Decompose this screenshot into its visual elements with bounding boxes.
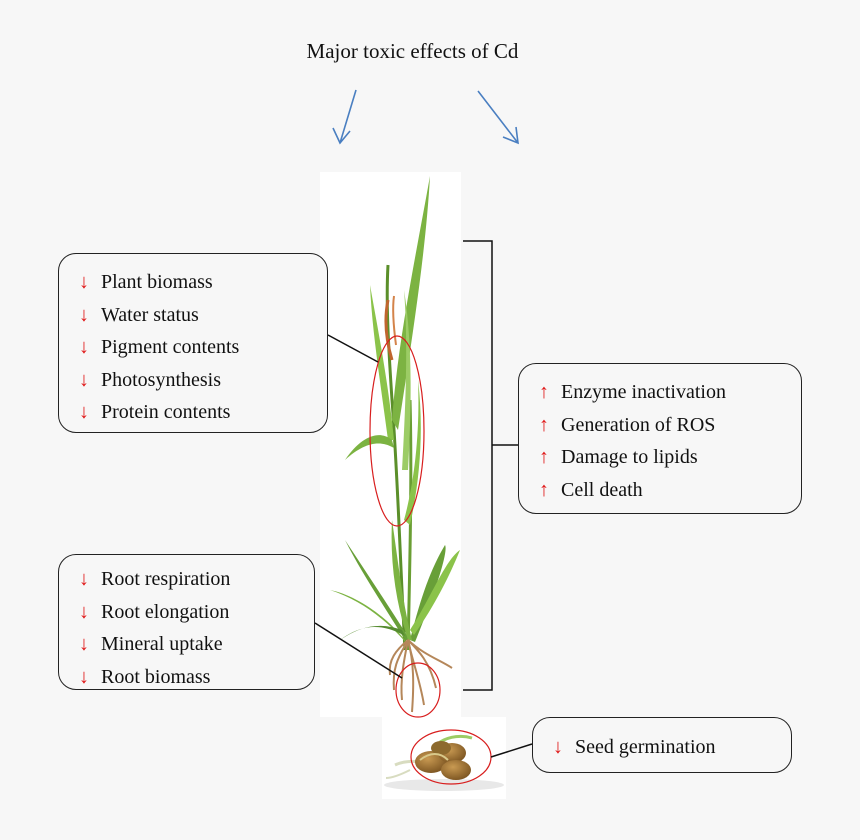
cellular-effect-item: ↑Enzyme inactivation (539, 376, 783, 409)
root-effect-item: ↓Root respiration (79, 563, 296, 596)
cellular-effect-item: ↑Damage to lipids (539, 441, 783, 474)
cellular-bracket (463, 240, 493, 691)
down-arrow-icon: ↓ (79, 633, 89, 655)
seed-effects-box: ↓Seed germination (532, 717, 792, 773)
down-arrow-icon: ↓ (553, 736, 563, 758)
down-arrow-icon: ↓ (79, 665, 89, 688)
title-pointer-arrows (332, 89, 519, 145)
down-arrow-icon: ↓ (79, 336, 89, 358)
shoot-highlight-circle (369, 335, 425, 527)
shoot-effect-item: ↓Photosynthesis (79, 364, 309, 397)
down-arrow-icon: ↓ (79, 568, 89, 590)
up-arrow-icon: ↑ (539, 381, 549, 403)
root-connector (314, 622, 403, 679)
pointer-arrow-right (477, 90, 519, 145)
root-highlight-circle (395, 662, 441, 718)
root-effect-item: ↓Mineral uptake (79, 628, 296, 661)
down-arrow-icon: ↓ (79, 271, 89, 293)
root-effect-item: ↓Root biomass (79, 661, 296, 694)
shoot-effect-item: ↓Protein contents (79, 396, 309, 429)
up-arrow-icon: ↑ (539, 478, 549, 501)
down-arrow-icon: ↓ (79, 600, 89, 623)
shoot-effect-item: ↓Plant biomass (79, 266, 309, 299)
shoot-effects-box: ↓Plant biomass ↓Water status ↓Pigment co… (58, 253, 328, 433)
down-arrow-icon: ↓ (79, 401, 89, 423)
cellular-effect-item: ↑Cell death (539, 474, 783, 507)
shoot-effect-item: ↓Pigment contents (79, 331, 309, 364)
connector-lines (314, 240, 533, 758)
shoot-effect-item: ↓Water status (79, 299, 309, 332)
diagram-title: Major toxic effects of Cd (306, 39, 519, 63)
root-effects-box: ↓Root respiration ↓Root elongation ↓Mine… (58, 554, 315, 690)
cellular-effects-box: ↑Enzyme inactivation ↑Generation of ROS … (518, 363, 802, 514)
down-arrow-icon: ↓ (79, 368, 89, 391)
shoot-connector (327, 334, 379, 363)
down-arrow-icon: ↓ (79, 303, 89, 326)
germinating-seeds-icon (384, 734, 504, 791)
pointer-arrow-left (332, 89, 357, 145)
seed-connector (490, 743, 533, 758)
up-arrow-icon: ↑ (539, 446, 549, 468)
seed-effect-item: ↓Seed germination (553, 731, 773, 764)
cellular-effect-item: ↑Generation of ROS (539, 409, 783, 442)
root-effect-item: ↓Root elongation (79, 596, 296, 629)
wheat-plant-icon (330, 176, 460, 713)
up-arrow-icon: ↑ (539, 413, 549, 436)
